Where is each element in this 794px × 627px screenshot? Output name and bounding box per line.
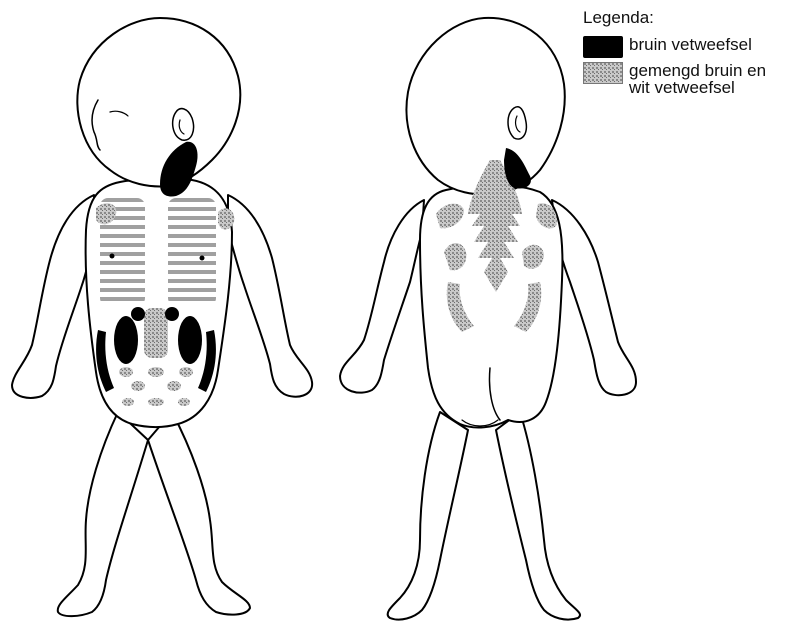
front-adrenal-right bbox=[165, 307, 179, 321]
legend-label: gemengd bruin en bbox=[629, 62, 766, 79]
front-right-arm bbox=[228, 195, 312, 397]
front-head bbox=[77, 18, 240, 186]
back-right-arm bbox=[552, 200, 636, 395]
legend-item-mixed-fat: gemengd bruin en wit vetweefsel bbox=[583, 62, 766, 96]
front-kidney-right bbox=[178, 316, 202, 364]
front-kidney-left bbox=[114, 316, 138, 364]
back-right-leg bbox=[496, 412, 580, 620]
front-left-arm bbox=[12, 195, 96, 398]
front-adrenal-left bbox=[131, 307, 145, 321]
legend-label: bruin vetweefsel bbox=[629, 36, 752, 53]
back-ear bbox=[508, 107, 526, 139]
legend-swatch-stipple bbox=[583, 62, 623, 84]
back-left-leg bbox=[388, 412, 468, 620]
front-left-leg bbox=[58, 412, 148, 616]
front-rib-right bbox=[168, 198, 216, 306]
legend-swatch-solid bbox=[583, 36, 623, 58]
legend-item-brown-fat: bruin vetweefsel bbox=[583, 36, 752, 58]
front-ear bbox=[173, 109, 194, 141]
infant-back-figure bbox=[340, 18, 636, 620]
back-left-arm bbox=[340, 200, 424, 393]
legend-title: Legenda: bbox=[583, 8, 654, 28]
front-right-leg bbox=[148, 412, 250, 615]
front-spine-column bbox=[144, 308, 168, 358]
legend-label: wit vetweefsel bbox=[629, 79, 766, 96]
